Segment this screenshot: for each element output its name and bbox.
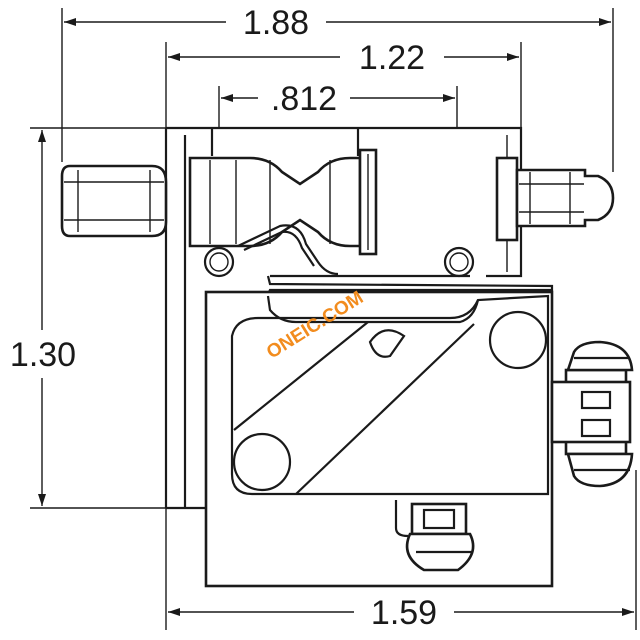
right-plunger — [495, 156, 615, 242]
bottom-terminal-screw — [394, 500, 475, 572]
roller-spool — [188, 148, 378, 256]
right-terminal-screws — [550, 340, 634, 488]
dimension-label-height: 1.30 — [10, 336, 76, 374]
dimension-label-switch-width: 1.59 — [371, 594, 437, 632]
dimension-roller-spacing: .812 — [221, 80, 455, 118]
dimension-label-roller-spacing: .812 — [271, 80, 337, 118]
dimension-label-bracket-width: 1.22 — [359, 39, 425, 77]
left-plunger — [60, 164, 168, 238]
dimension-height: 1.30 — [10, 130, 76, 506]
dimension-switch-width: 1.59 — [168, 594, 634, 632]
dimension-overall-width: 1.88 — [64, 4, 611, 42]
lever-spring — [237, 224, 554, 299]
pivot-circles — [203, 246, 475, 278]
switch-body — [204, 290, 554, 588]
dimension-label-overall-width: 1.88 — [243, 4, 309, 42]
dimension-bracket-width: 1.22 — [168, 39, 519, 77]
extension-lines — [30, 8, 637, 630]
